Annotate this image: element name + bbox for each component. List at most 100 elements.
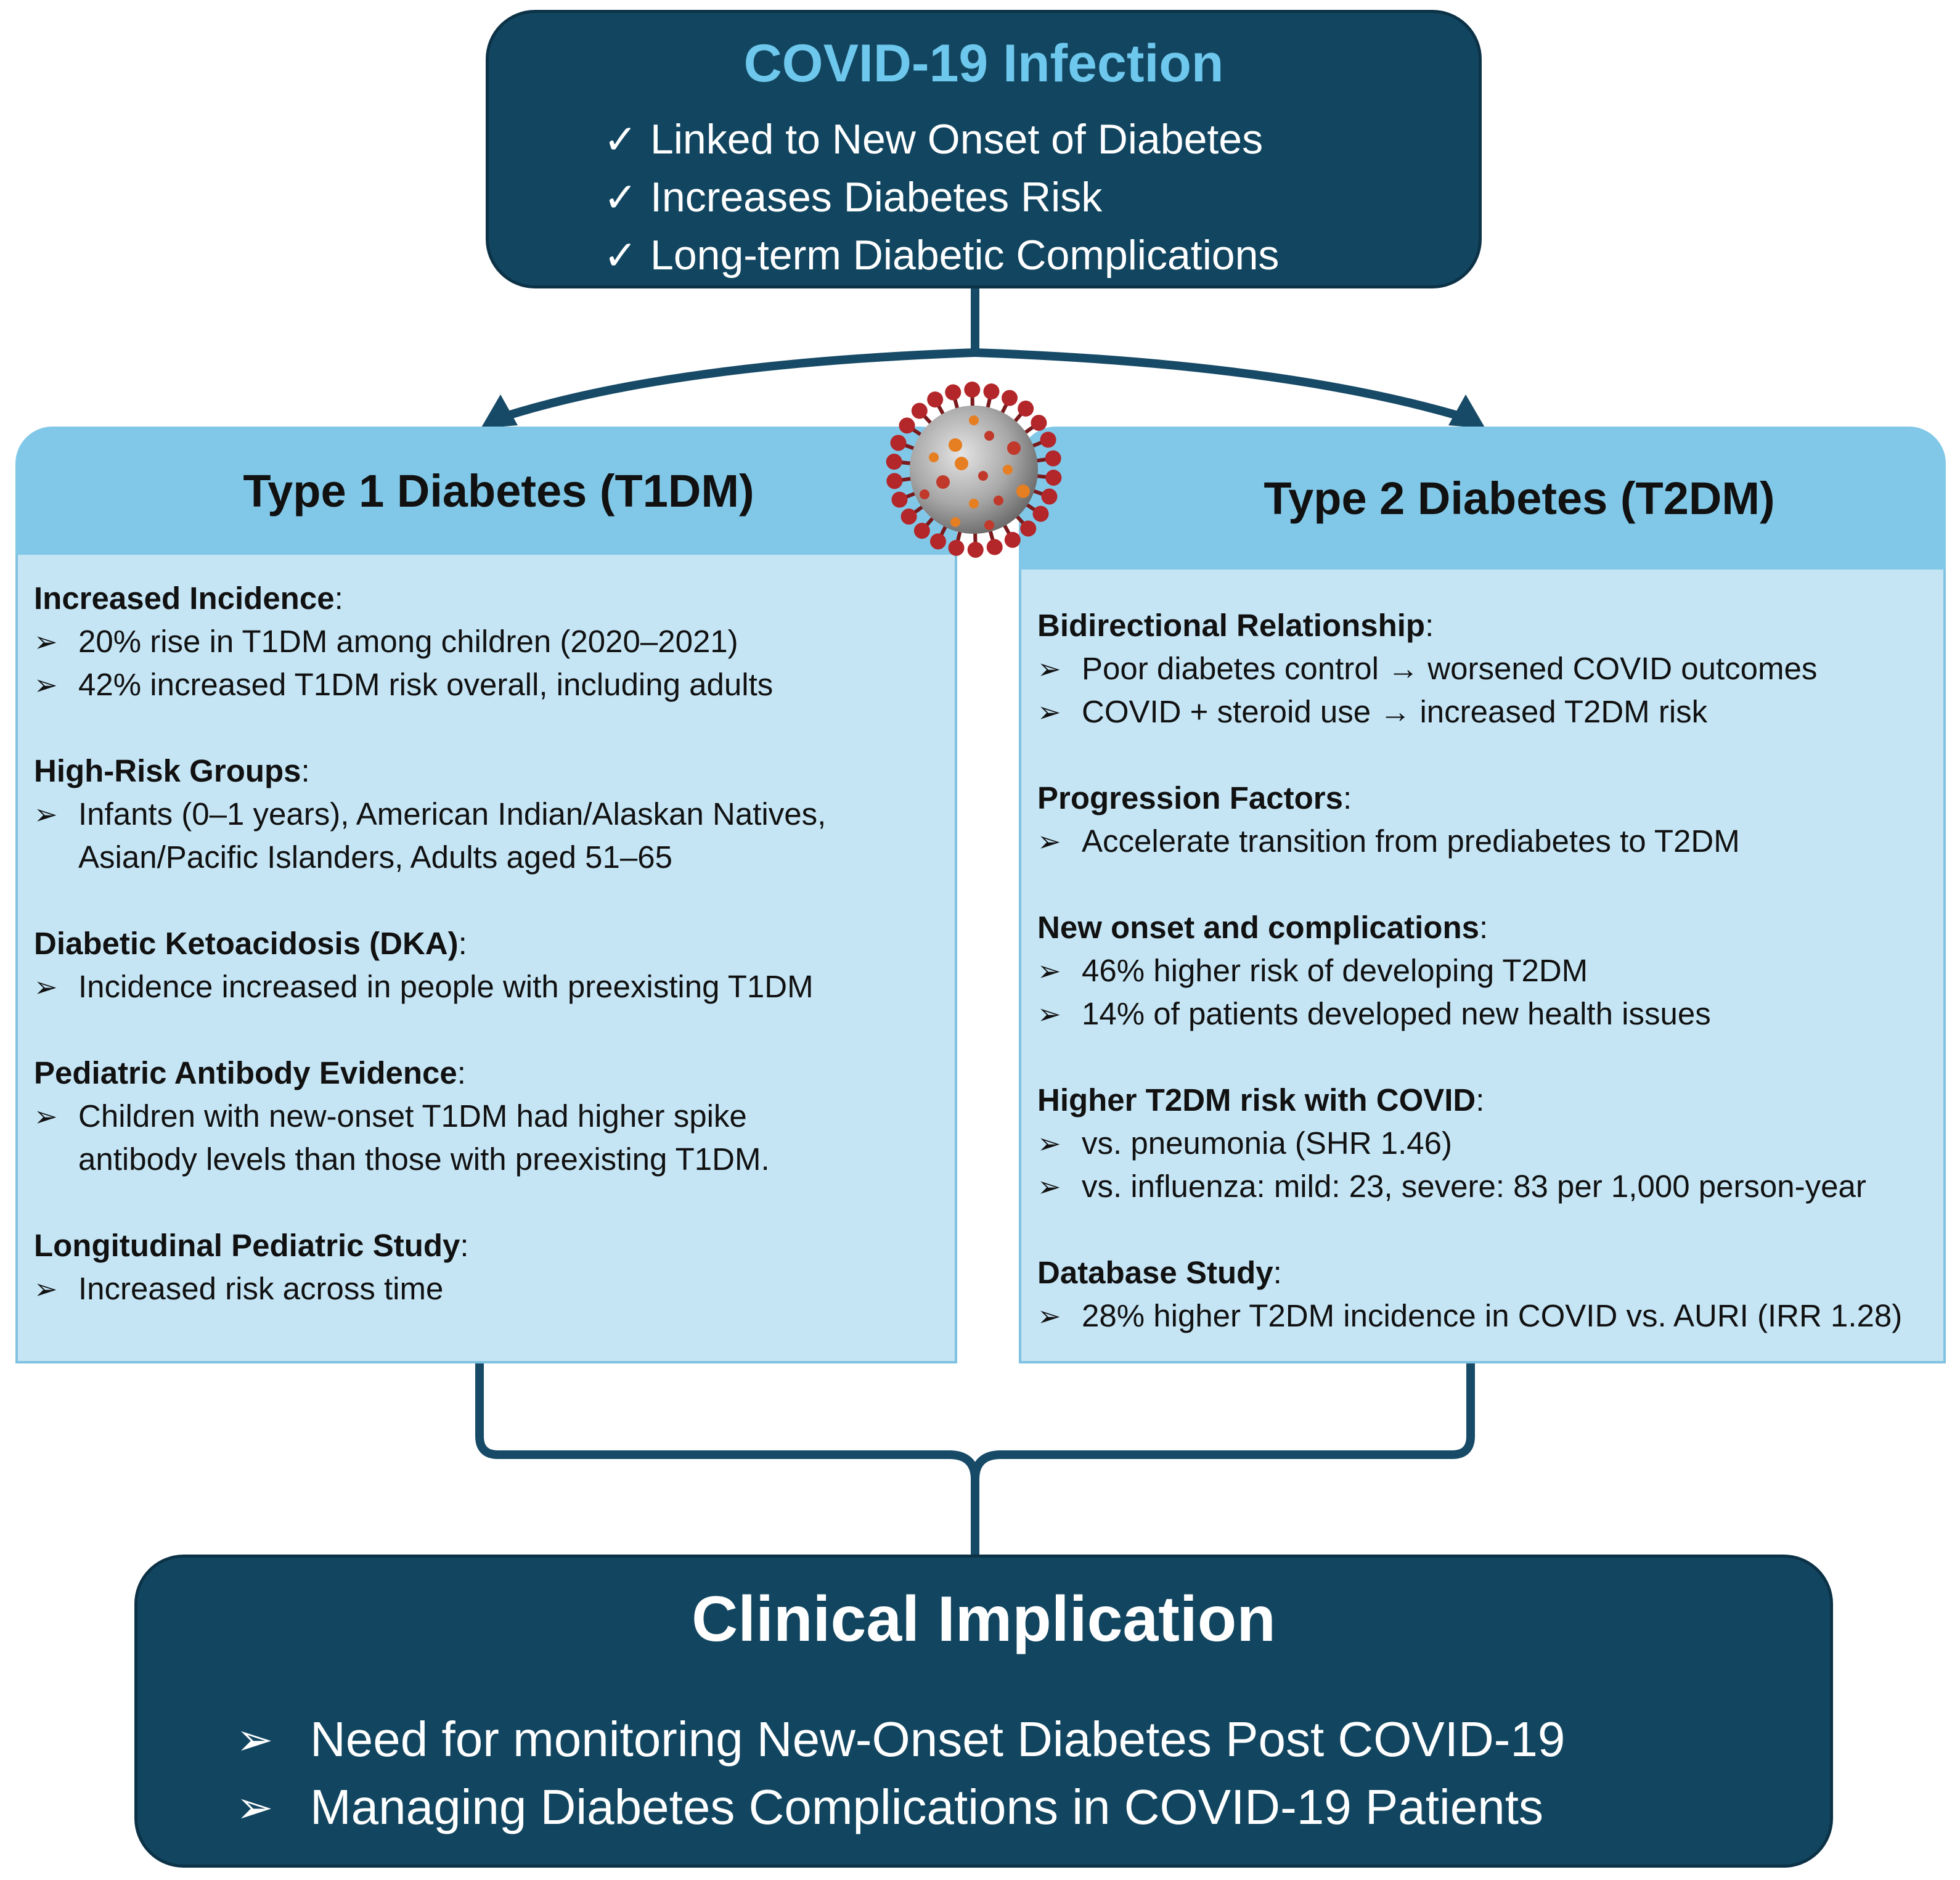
virus-surface-dot [984, 431, 994, 441]
virus-surface-dot [969, 499, 979, 509]
section-heading: Bidirectional Relationship: [1037, 608, 1434, 643]
bullet-list: ➢28% higher T2DM incidence in COVID vs. … [1037, 1294, 1931, 1338]
t1dm-section-longitudinal-study: Longitudinal Pediatric Study: ➢Increased… [34, 1224, 942, 1310]
virus-surface-dot [969, 415, 979, 425]
bullet-item: ➢Children with new-onset T1DM had higher… [34, 1095, 942, 1138]
t2dm-section-bidirectional: Bidirectional Relationship: ➢Poor diabet… [1037, 604, 1931, 734]
t2dm-section-progression: Progression Factors: ➢Accelerate transit… [1037, 777, 1931, 863]
virus-surface-dot [920, 489, 929, 499]
virus-surface-dot [978, 471, 988, 481]
bullet-item: ➢28% higher T2DM incidence in COVID vs. … [1037, 1294, 1931, 1338]
virus-spike-head [1020, 520, 1037, 537]
bullet-list: ➢Children with new-onset T1DM had higher… [34, 1095, 942, 1181]
virus-spike-head [911, 403, 928, 419]
clinical-implication-box: Clinical Implication ➢Need for monitorin… [134, 1555, 1833, 1868]
virus-spike-head [948, 539, 965, 556]
virus-spike-head [1002, 390, 1018, 406]
virus-spike-head [900, 509, 917, 525]
section-heading: Progression Factors: [1037, 780, 1352, 815]
section-heading: Diabetic Ketoacidosis (DKA): [34, 926, 467, 961]
implication-item: ➢Managing Diabetes Complications in COVI… [236, 1780, 1543, 1834]
virus-surface-dot [1003, 465, 1013, 475]
t1dm-section-increased-incidence: Increased Incidence: ➢20% rise in T1DM a… [34, 577, 942, 706]
virus-surface-dot [950, 517, 960, 527]
virus-spike-head [1004, 531, 1021, 548]
bullet-item: ➢Poor diabetes control → worsened COVID … [1037, 647, 1931, 690]
bullet-list: ➢Infants (0–1 years), American Indian/Al… [34, 793, 942, 879]
virus-spike-head [1031, 414, 1047, 431]
virus-spike-head [967, 541, 984, 558]
virus-surface-dot [984, 520, 994, 530]
covid-infection-box: COVID-19 Infection ✓ Linked to New Onset … [486, 10, 1482, 288]
covid-effect-text: Linked to New Onset of Diabetes [650, 116, 1264, 163]
virus-spikes [886, 382, 1062, 558]
covid-effects-list: ✓Linked to New Onset of Diabetes ✓Increa… [603, 110, 1279, 284]
t2dm-section-higher-risk: Higher T2DM risk with COVID: ➢vs. pneumo… [1037, 1079, 1931, 1208]
virus-surface-dot [994, 496, 1003, 505]
arrow-bullet-icon: ➢ [1037, 825, 1061, 857]
virus-body [910, 406, 1038, 534]
arrow-bullet-icon: ➢ [1037, 998, 1061, 1030]
bullet-item: ➢Increased risk across time [34, 1267, 942, 1310]
section-heading: Increased Incidence: [34, 581, 343, 616]
bullet-list: ➢20% rise in T1DM among children (2020–2… [34, 620, 942, 706]
t2dm-section-new-onset: New onset and complications: ➢46% higher… [1037, 906, 1931, 1036]
bullet-item: ➢vs. pneumonia (SHR 1.46) [1037, 1122, 1931, 1165]
virus-spike-head [1041, 488, 1058, 505]
section-heading: Longitudinal Pediatric Study: [34, 1228, 469, 1263]
virus-spike-head [886, 473, 903, 489]
checkmark-icon: ✓ [603, 116, 638, 162]
bullet-item: ➢vs. influenza: mild: 23, severe: 83 per… [1037, 1165, 1931, 1208]
implication-item: ➢Need for monitoring New-Onset Diabetes … [236, 1712, 1566, 1767]
virus-spike-head [899, 417, 915, 434]
arrow-bullet-icon: ➢ [34, 1273, 58, 1305]
virus-surface-dot [1016, 484, 1030, 498]
bullet-list: ➢Poor diabetes control → worsened COVID … [1037, 647, 1931, 734]
section-heading: Higher T2DM risk with COVID: [1037, 1082, 1485, 1118]
clinical-implication-title: Clinical Implication [692, 1584, 1276, 1655]
bullet-item: ➢COVID + steroid use → increased T2DM ri… [1037, 690, 1931, 734]
left-arrowhead [481, 394, 518, 428]
section-heading: Database Study: [1037, 1255, 1282, 1290]
virus-spike-head [983, 383, 1000, 400]
arrow-bullet-icon: ➢ [34, 669, 58, 701]
covid-effect-item: ✓ Linked to New Onset of Diabetes [603, 110, 1279, 168]
virus-spike-head [1018, 400, 1034, 417]
virus-spike-head [886, 454, 902, 470]
virus-spike-head [1045, 469, 1062, 486]
virus-spike-head [890, 435, 907, 451]
bullet-item: ➢42% increased T1DM risk overall, includ… [34, 663, 942, 706]
virus-surface-proteins [920, 415, 1030, 530]
t1dm-title: Type 1 Diabetes (T1DM) [243, 465, 754, 517]
arrow-bullet-icon: ➢ [34, 971, 58, 1003]
arrow-bullet-icon: ➢ [34, 798, 58, 830]
t2dm-section-database-study: Database Study: ➢28% higher T2DM inciden… [1037, 1251, 1931, 1338]
virus-surface-dot [1007, 441, 1021, 455]
arrow-bullet-icon: ➢ [1037, 1171, 1061, 1203]
t2dm-title: Type 2 Diabetes (T2DM) [1264, 472, 1775, 524]
virus-spike-head [1045, 450, 1061, 467]
right-curved-arrow [974, 348, 1472, 423]
section-heading: High-Risk Groups: [34, 753, 310, 788]
covid-infection-title: COVID-19 Infection [743, 34, 1224, 93]
bottom-bracket [475, 1363, 1475, 1480]
arrow-bullet-icon: ➢ [1037, 1127, 1061, 1159]
arrow-bullet-icon: ➢ [1037, 653, 1061, 685]
virus-spike-head [927, 391, 944, 408]
virus-spike-head [1032, 505, 1049, 522]
clinical-implication-list: ➢Need for monitoring New-Onset Diabetes … [236, 1706, 1565, 1841]
virus-surface-dot [949, 438, 962, 452]
bullet-item-continued: Asian/Pacific Islanders, Adults aged 51–… [78, 840, 672, 875]
virus-spike-head [945, 384, 962, 401]
bullet-list: ➢Increased risk across time [34, 1267, 942, 1310]
left-curved-arrow [494, 348, 976, 423]
bullet-item-continued: antibody levels than those with preexist… [78, 1142, 770, 1177]
bullet-item: ➢Infants (0–1 years), American Indian/Al… [34, 793, 942, 836]
t2dm-panel-header: Type 2 Diabetes (T2DM) [1019, 427, 1946, 570]
bullet-list: ➢46% higher risk of developing T2DM ➢14%… [1037, 949, 1931, 1036]
coronavirus-icon [886, 382, 1062, 558]
virus-spike-head [891, 491, 908, 508]
right-arrowhead [1448, 394, 1485, 428]
t2dm-content: Bidirectional Relationship: ➢Poor diabet… [1037, 570, 1931, 1338]
arrow-bullet-icon: ➢ [1037, 1300, 1061, 1332]
